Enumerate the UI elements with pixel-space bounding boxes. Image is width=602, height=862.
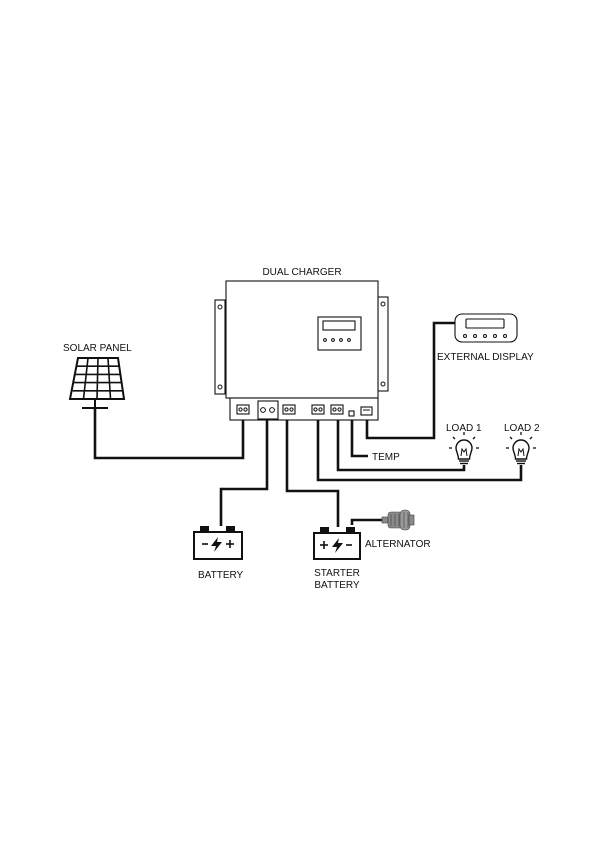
- wire-external-display: [365, 321, 455, 440]
- load-1: LOAD 1: [446, 423, 482, 465]
- starter-battery-icon: [313, 527, 361, 560]
- load1-label: LOAD 1: [446, 423, 482, 434]
- bracket-hole: [380, 301, 386, 307]
- wire-battery: [219, 420, 269, 526]
- starter-battery-label-line2: BATTERY: [314, 580, 360, 591]
- charger-lcd: [322, 320, 356, 331]
- terminal-battery-large: [257, 400, 279, 420]
- wire-load2: [316, 420, 523, 482]
- charger-label: DUAL CHARGER: [262, 267, 341, 278]
- load2-label: LOAD 2: [504, 423, 540, 434]
- display-button: [347, 338, 351, 342]
- bulb-icon: [506, 432, 536, 465]
- solar-panel: SOLAR PANEL: [63, 343, 132, 409]
- terminal-load1: [330, 404, 344, 415]
- wire-solar: [93, 408, 245, 460]
- terminal-temp: [348, 410, 355, 417]
- solar-panel-icon: [68, 357, 126, 409]
- starter-battery: STARTER BATTERY: [313, 527, 361, 591]
- external-display-label: EXTERNAL DISPLAY: [437, 352, 534, 363]
- battery-icon: [193, 526, 243, 560]
- bracket-hole: [217, 384, 223, 390]
- wire-temp: [350, 420, 368, 458]
- terminal-starter: [282, 404, 296, 415]
- bulb-icon: [449, 432, 479, 465]
- bracket-hole: [217, 304, 223, 310]
- alternator-label: ALTERNATOR: [365, 539, 431, 550]
- left-bracket: [214, 299, 226, 395]
- terminal-load2: [311, 404, 325, 415]
- display-button: [339, 338, 343, 342]
- terminal-strip: [229, 397, 379, 421]
- dual-charger: DUAL CHARGER: [214, 267, 389, 421]
- display-button: [323, 338, 327, 342]
- wire-load1: [336, 420, 466, 472]
- alternator-icon: [381, 509, 415, 531]
- bracket-hole: [380, 381, 386, 387]
- solar-panel-label: SOLAR PANEL: [63, 343, 132, 354]
- right-bracket: [377, 296, 389, 392]
- wire-starter-battery: [285, 420, 340, 527]
- wires: [93, 321, 523, 527]
- load-2: LOAD 2: [504, 423, 540, 465]
- alternator: ALTERNATOR: [365, 509, 431, 550]
- starter-battery-label-line1: STARTER: [314, 568, 360, 579]
- temp-label: TEMP: [372, 452, 400, 463]
- external-display: EXTERNAL DISPLAY: [437, 313, 534, 363]
- display-button: [331, 338, 335, 342]
- external-display-icon: [454, 313, 518, 343]
- terminal-solar: [236, 404, 250, 415]
- terminal-display-port: [360, 406, 373, 416]
- wire-alternator: [350, 518, 384, 525]
- battery-label: BATTERY: [198, 570, 244, 581]
- battery: BATTERY: [193, 526, 244, 581]
